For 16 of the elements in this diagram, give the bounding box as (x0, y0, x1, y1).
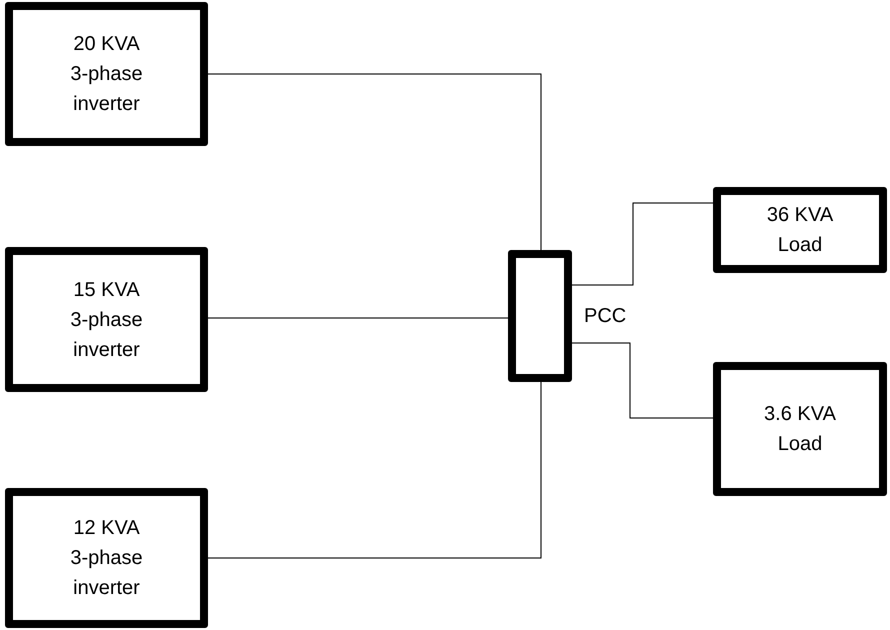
connector-line (572, 202, 714, 286)
component-box (5, 2, 208, 146)
component-box (5, 488, 208, 628)
box-label: 20 KVA 3-phase inverter (69, 32, 144, 117)
connector-line (572, 342, 714, 418)
component-box (713, 362, 887, 496)
connector-line (208, 74, 542, 250)
connector-line (208, 382, 542, 558)
box-label: 36 KVA Load (766, 203, 834, 258)
component-box (5, 247, 208, 392)
box-label: 3.6 KVA Load (763, 402, 837, 457)
component-box (713, 187, 887, 273)
bus-bar (508, 250, 572, 382)
box-label: 12 KVA 3-phase inverter (69, 516, 144, 601)
node-caption: PCC (584, 304, 626, 328)
box-label: 15 KVA 3-phase inverter (69, 278, 144, 362)
